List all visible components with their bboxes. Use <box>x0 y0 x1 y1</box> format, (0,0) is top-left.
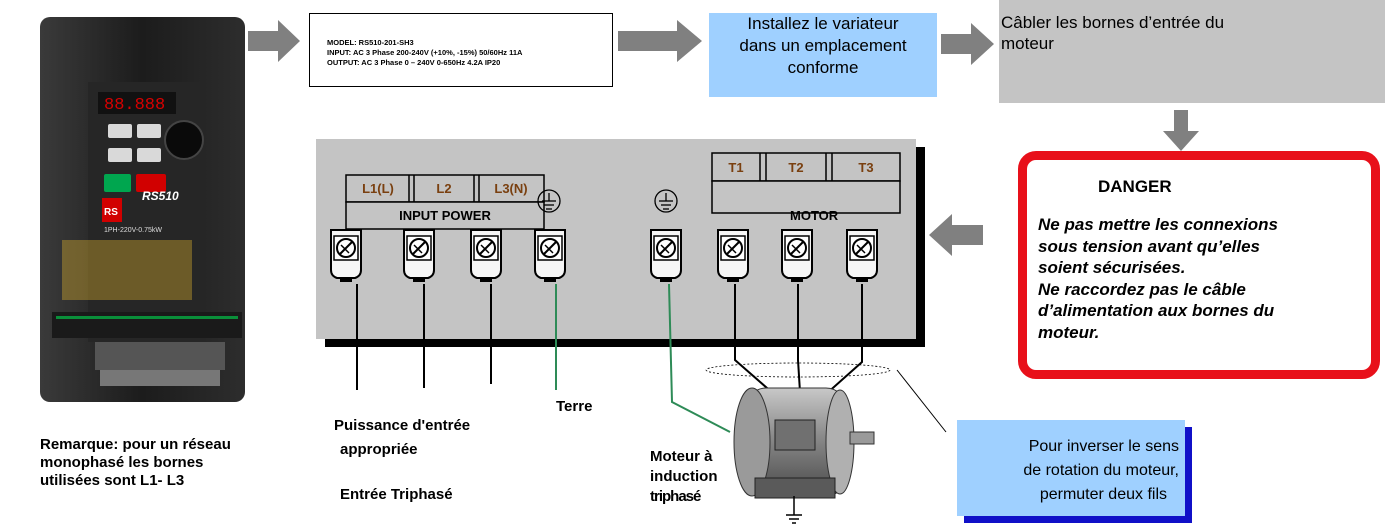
drive-nameplate: MODEL: RS510-201-SH3 INPUT: AC 3 Phase 2… <box>309 13 613 87</box>
motor-type-line1: Moteur à <box>650 448 713 465</box>
terminal-screw-ground-input <box>534 229 566 283</box>
terminal-label-t1: T1 <box>728 160 744 175</box>
drive-photo: 88.888 RS RS510 1PH-220V-0.75kW <box>40 17 245 402</box>
motor-type-label: Moteur à induction triphasé <box>650 447 718 507</box>
danger-box <box>1018 151 1380 379</box>
remark-line2: monophasé les bornes <box>40 454 204 471</box>
wire-bundle-ellipse <box>705 362 891 378</box>
remark-label: Remarque: pour un réseau monophasé les b… <box>40 436 231 490</box>
danger-line4: Ne raccordez pas le câble <box>1038 279 1246 299</box>
step-install-box: Installez le variateur dans un emplaceme… <box>709 13 937 97</box>
danger-line6: moteur. <box>1038 322 1100 342</box>
step-install-line1: Installez le variateur <box>747 14 899 33</box>
step-wiring-line1: Câbler les bornes d’entrée du <box>1001 13 1225 32</box>
motor-type-line3: triphasé <box>650 488 701 505</box>
input-power-label: INPUT POWER <box>399 208 491 223</box>
arrow-left-icon <box>929 214 983 256</box>
step-wiring-line2: moteur <box>1001 34 1054 53</box>
input-wires <box>356 284 492 390</box>
arrow-right-1-icon <box>248 20 300 62</box>
reverse-rotation-note: Pour inverser le sens de rotation du mot… <box>957 420 1185 516</box>
terminal-label-t3: T3 <box>858 160 874 175</box>
ground-symbol-motor-icon <box>654 189 678 213</box>
drive-rating-text: 1PH-220V-0.75kW <box>104 227 162 234</box>
motor-type-line2: induction <box>650 468 718 485</box>
drive-logo-text: RS <box>104 207 118 218</box>
arrow-right-2-icon <box>618 20 702 62</box>
terre-label: Terre <box>556 398 593 415</box>
terminal-screw-l2 <box>403 229 435 283</box>
terminal-screw-l1 <box>330 229 362 283</box>
power-input-label: Puissance d'entrée appropriée <box>334 414 470 462</box>
danger-line1: Ne pas mettre les connexions <box>1038 215 1278 234</box>
ground-wire-motor <box>668 283 731 433</box>
step-install-line2: dans un emplacement <box>739 36 907 55</box>
terminal-label-l2: L2 <box>436 181 452 196</box>
terminal-label-l3: L3(N) <box>494 181 528 196</box>
power-input-line2: appropriée <box>340 441 418 458</box>
danger-title: DANGER <box>1098 177 1172 196</box>
nameplate-input: INPUT: AC 3 Phase 200-240V (+10%, -15%) … <box>327 48 523 57</box>
terminal-label-t2: T2 <box>788 160 804 175</box>
reverse-note-line2: de rotation du moteur, <box>1023 462 1179 479</box>
reverse-note-line3: permuter deux fils <box>1039 486 1167 503</box>
three-phase-input-label: Entrée Triphasé <box>340 486 453 503</box>
nameplate-output: OUTPUT: AC 3 Phase 0 – 240V 0-650Hz 4.2A… <box>327 58 501 67</box>
drive-brand-text: RS510 <box>142 189 179 203</box>
terminal-screw-ground-motor <box>650 229 682 283</box>
nameplate-model: MODEL: RS510-201-SH3 <box>327 38 414 47</box>
note-pointer-line <box>896 369 947 433</box>
arrow-right-3-icon <box>941 23 994 65</box>
motor-icon <box>733 387 875 524</box>
remark-line1: Remarque: pour un réseau <box>40 436 231 453</box>
motor-wires <box>734 284 863 396</box>
power-input-line1: Puissance d'entrée <box>334 417 471 434</box>
step-wiring-box: Câbler les bornes d’entrée du moteur <box>999 0 1385 103</box>
ground-symbol-input-icon <box>537 189 561 213</box>
terminal-screw-t1 <box>717 229 749 283</box>
danger-line2: sous tension avant qu’elles <box>1038 236 1261 256</box>
reverse-note-line1: Pour inverser le sens <box>1028 438 1179 455</box>
arrow-down-icon <box>1163 110 1199 151</box>
remark-line3: utilisées sont L1- L3 <box>40 472 185 489</box>
danger-text: Ne pas mettre les connexions sous tensio… <box>1038 214 1368 343</box>
terminal-label-l1: L1(L) <box>362 181 394 196</box>
drive-display-text: 88.888 <box>104 96 165 115</box>
danger-line3: soient sécurisées. <box>1038 258 1186 277</box>
step-install-line3: conforme <box>787 58 859 77</box>
motor-terminal-label: MOTOR <box>790 208 839 223</box>
danger-line5: d’alimentation aux bornes du <box>1038 301 1275 320</box>
terminal-screw-t3 <box>846 229 878 283</box>
terminal-screw-t2 <box>781 229 813 283</box>
terminal-screw-l3 <box>470 229 502 283</box>
